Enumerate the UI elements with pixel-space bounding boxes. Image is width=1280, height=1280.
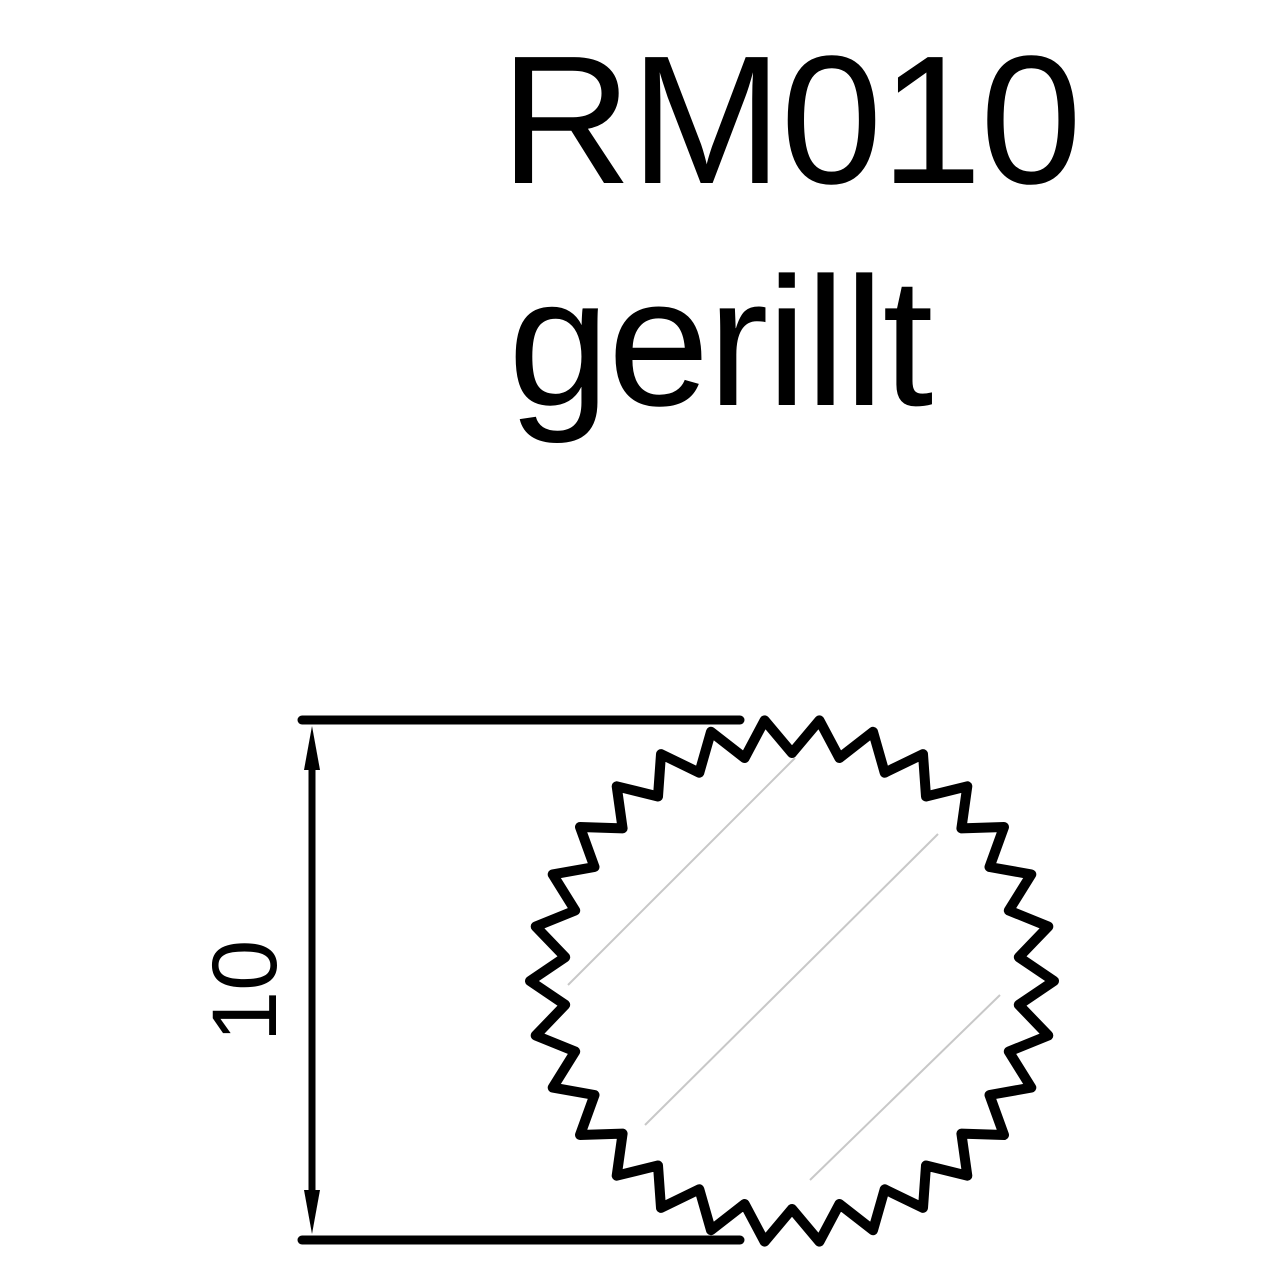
section-hatching (567, 757, 1001, 1181)
knurled-profile-outline (525, 715, 1059, 1247)
part-number-title: RM010 (500, 17, 1082, 222)
arrow-bottom-icon (304, 1190, 320, 1234)
profile-type-label: gerillt (508, 239, 933, 444)
arrow-top-icon (304, 726, 320, 770)
dimension-value: 10 (194, 940, 296, 1042)
